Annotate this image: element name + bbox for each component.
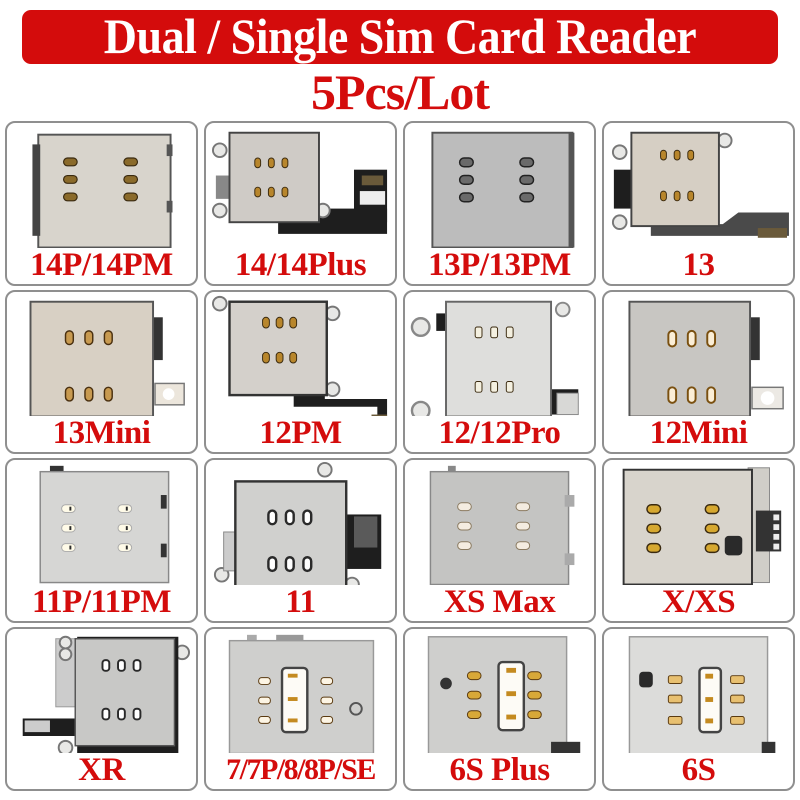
- product-label: 11: [285, 583, 316, 620]
- sim-reader-window-icon: [405, 629, 594, 753]
- product-card-14-14plus[interactable]: 14/14Plus: [204, 121, 397, 286]
- sim-reader-single-icon: [604, 292, 793, 416]
- sim-reader-dual-6pin-icon: [7, 460, 196, 585]
- quantity-subtitle: 5Pcs/Lot: [310, 64, 490, 120]
- product-label: 6S: [681, 752, 716, 788]
- sim-reader-dual-6pin-icon: [405, 123, 594, 248]
- title-banner: Dual / Single Sim Card Reader: [22, 10, 778, 64]
- product-card-12mini[interactable]: 12Mini: [602, 289, 795, 454]
- product-label: XS Max: [443, 583, 556, 620]
- sim-reader-window-icon: [206, 629, 395, 753]
- product-label: 13Mini: [52, 415, 151, 451]
- sim-reader-dual-6pin-icon: [405, 460, 594, 585]
- product-card-13p-13pm[interactable]: 13P/13PM: [403, 121, 596, 286]
- product-card-12-12pro[interactable]: 12/12Pro: [403, 289, 596, 454]
- product-card-6s-plus[interactable]: 6S Plus: [403, 626, 596, 791]
- product-label: 13P/13PM: [428, 246, 571, 283]
- product-grid: 14P/14PM 14/14Plus: [5, 121, 795, 791]
- product-label: 12Mini: [649, 415, 748, 451]
- page-title: Dual / Single Sim Card Reader: [103, 8, 697, 65]
- product-label: 13: [682, 246, 716, 283]
- product-label: X/XS: [661, 583, 736, 620]
- sim-reader-single-icon: [7, 292, 196, 416]
- product-label: 11P/11PM: [32, 583, 172, 620]
- sim-reader-bracket-icon: [405, 292, 594, 416]
- product-card-13mini[interactable]: 13Mini: [5, 289, 198, 454]
- product-card-11p-11pm[interactable]: 11P/11PM: [5, 458, 198, 623]
- product-label: XR: [78, 752, 125, 788]
- product-card-6s[interactable]: 6S: [602, 626, 795, 791]
- product-card-13[interactable]: 13: [602, 121, 795, 286]
- product-card-11[interactable]: 11: [204, 458, 397, 623]
- product-card-xs-max[interactable]: XS Max: [403, 458, 596, 623]
- sim-reader-bracket-icon: [206, 460, 395, 585]
- product-label: 6S Plus: [449, 752, 550, 788]
- sim-reader-window-icon: [604, 629, 793, 753]
- product-label: 12PM: [259, 415, 342, 451]
- product-label: 14P/14PM: [30, 246, 173, 283]
- sim-reader-dual-6pin-icon: [604, 460, 793, 585]
- sim-reader-flex-icon: [604, 123, 793, 248]
- product-card-12pm[interactable]: 12PM: [204, 289, 397, 454]
- sim-reader-flex-icon: [206, 123, 395, 248]
- sim-reader-flex-icon: [206, 292, 395, 416]
- product-card-x-xs[interactable]: X/XS: [602, 458, 795, 623]
- sim-reader-bracket-icon: [7, 629, 196, 753]
- product-card-14p-14pm[interactable]: 14P/14PM: [5, 121, 198, 286]
- product-label: 14/14Plus: [234, 246, 367, 283]
- sim-reader-dual-6pin-icon: [7, 123, 196, 248]
- product-label: 12/12Pro: [438, 415, 561, 451]
- product-label: 7/7P/8/8P/SE: [226, 753, 376, 786]
- product-card-7-7p-8-8p-se[interactable]: 7/7P/8/8P/SE: [204, 626, 397, 791]
- product-card-xr[interactable]: XR: [5, 626, 198, 791]
